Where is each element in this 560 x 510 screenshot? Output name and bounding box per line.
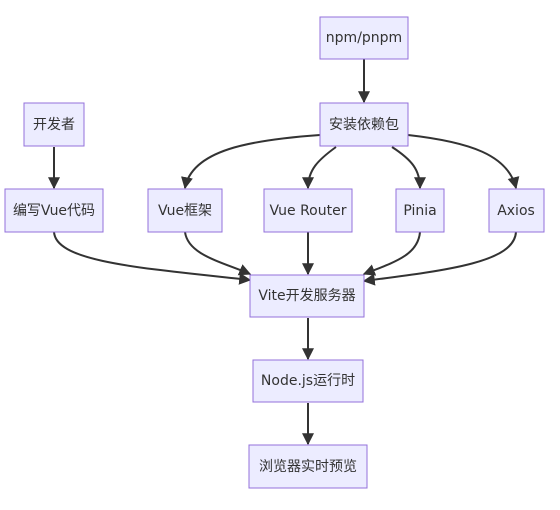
node-browser-label: 浏览器实时预览 xyxy=(259,459,357,475)
node-write-code: 编写Vue代码 xyxy=(4,188,104,233)
node-axios: Axios xyxy=(488,188,545,233)
node-vue-framework-label: Vue框架 xyxy=(158,203,212,219)
node-vite-label: Vite开发服务器 xyxy=(258,288,355,304)
node-node-runtime: Node.js运行时 xyxy=(252,359,364,403)
edge-axios-to-vite xyxy=(362,231,517,286)
node-node-runtime-label: Node.js运行时 xyxy=(261,373,355,389)
node-axios-label: Axios xyxy=(497,203,535,219)
edge-pinia-to-vite xyxy=(362,231,421,276)
node-pinia: Pinia xyxy=(395,188,445,233)
edge-install-to-vue-framework xyxy=(181,134,321,190)
node-npm: npm/pnpm xyxy=(319,16,409,60)
node-developer: 开发者 xyxy=(23,102,85,147)
node-vue-router-label: Vue Router xyxy=(270,203,347,219)
node-write-code-label: 编写Vue代码 xyxy=(13,203,95,219)
node-developer-label: 开发者 xyxy=(33,117,75,133)
edge-install-to-pinia xyxy=(391,146,426,190)
edges xyxy=(48,59,520,446)
edge-vue-framework-to-vite xyxy=(184,231,252,276)
node-pinia-label: Pinia xyxy=(403,203,436,219)
node-browser: 浏览器实时预览 xyxy=(248,444,368,489)
edge-install-to-axios xyxy=(407,134,520,190)
node-install: 安装依赖包 xyxy=(319,102,409,147)
node-npm-label: npm/pnpm xyxy=(326,30,402,46)
node-vite: Vite开发服务器 xyxy=(249,274,365,318)
node-vue-framework: Vue框架 xyxy=(147,188,223,233)
node-install-label: 安装依赖包 xyxy=(329,117,399,133)
edge-write-code-to-vite xyxy=(53,231,252,285)
node-vue-router: Vue Router xyxy=(263,188,353,233)
edge-install-to-vue-router xyxy=(302,146,337,190)
